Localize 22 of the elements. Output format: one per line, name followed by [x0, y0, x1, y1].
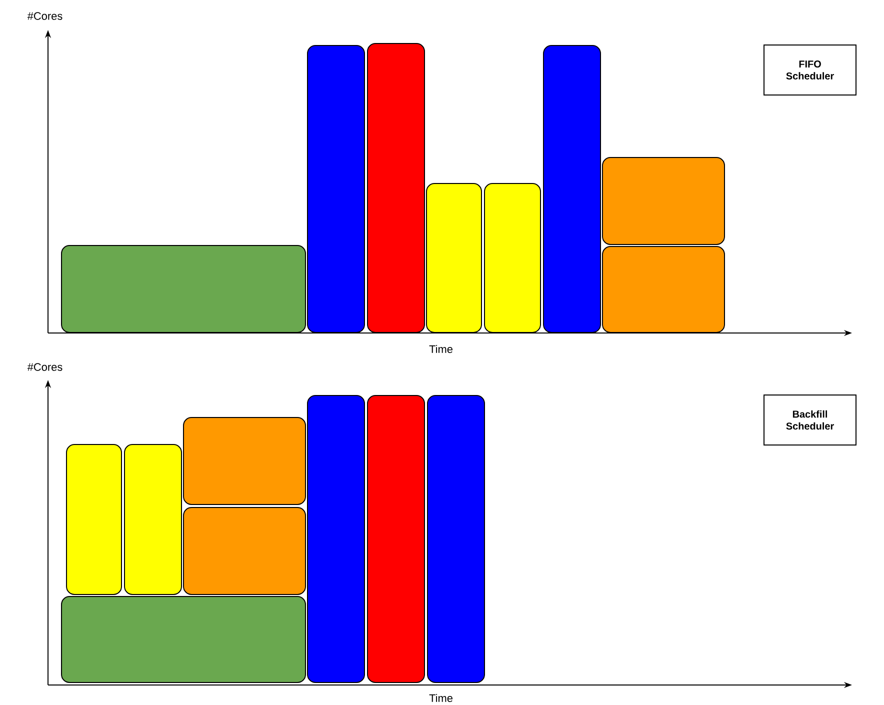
scheduler-label-box: FIFO Scheduler [764, 44, 856, 96]
job-block [427, 395, 485, 683]
scheduler-label-box: Backfill Scheduler [764, 394, 856, 446]
job-block [61, 596, 306, 683]
job-block [602, 157, 725, 245]
job-block [367, 43, 425, 333]
job-block [183, 417, 306, 505]
job-block [484, 183, 541, 333]
job-block [367, 395, 425, 683]
job-block [66, 444, 122, 595]
job-block [307, 395, 365, 683]
job-block [602, 246, 725, 333]
job-block [426, 183, 482, 333]
job-block [61, 245, 306, 333]
job-block [543, 45, 601, 333]
axis-label: #Cores [27, 12, 62, 20]
job-block [124, 444, 182, 595]
job-block [307, 45, 365, 333]
axis-label: Time [429, 344, 452, 354]
job-block [183, 507, 306, 595]
axis-label: Time [429, 694, 452, 702]
axis-label: #Cores [27, 363, 62, 371]
